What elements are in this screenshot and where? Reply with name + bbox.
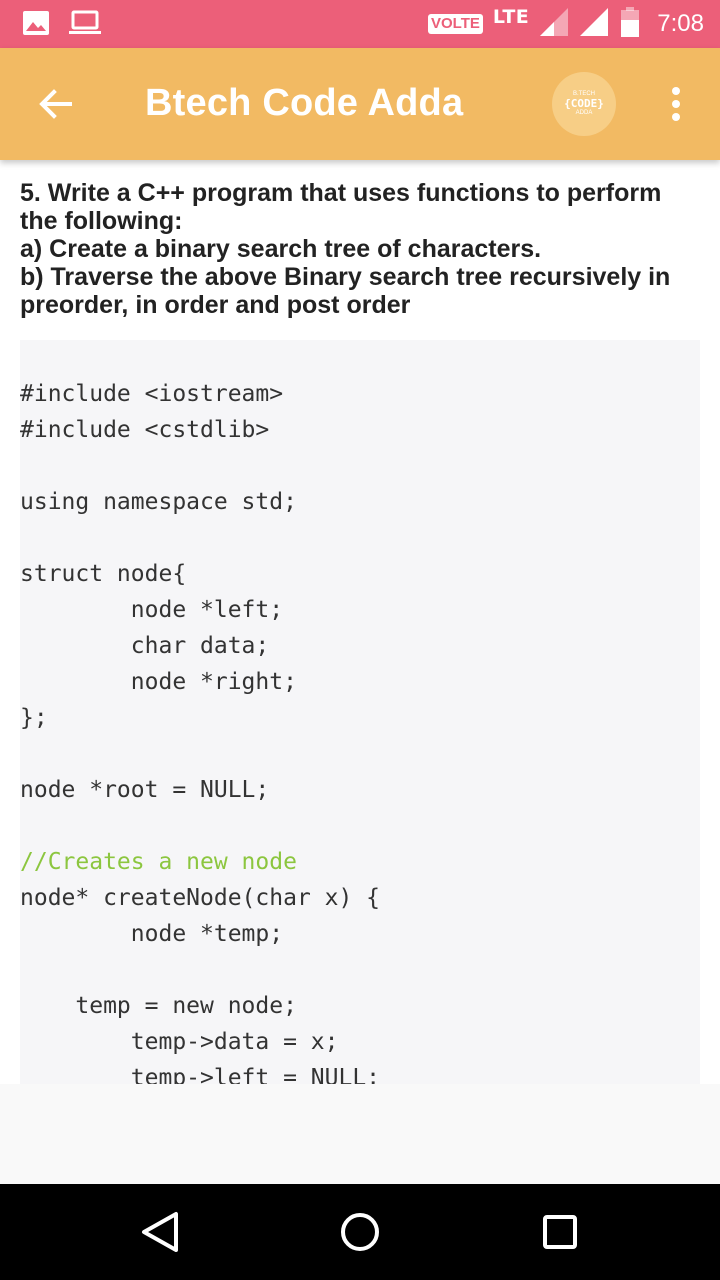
- nav-back-button[interactable]: [136, 1208, 184, 1256]
- network-type-label: LTE: [492, 6, 530, 28]
- bottom-blank-area: [0, 1084, 720, 1184]
- nav-home-button[interactable]: [336, 1208, 384, 1256]
- code-line: temp->left = NULL;: [20, 1065, 381, 1084]
- logo-main-text: {CODE}: [564, 97, 604, 110]
- navigation-bar: [0, 1184, 720, 1280]
- clock: 7:08: [657, 10, 704, 37]
- arrow-left-icon: [39, 89, 72, 119]
- code-line: };: [20, 705, 48, 731]
- code-block[interactable]: #include <iostream> #include <cstdlib> u…: [20, 340, 700, 1084]
- code-line: node* createNode(char x) {: [20, 885, 381, 911]
- logo-top-text: B.TECH: [572, 91, 595, 97]
- code-line: node *left;: [20, 597, 284, 623]
- status-indicators: VOLTE LTE 7:08: [427, 0, 704, 48]
- code-line: char data;: [20, 633, 270, 659]
- app-bar: Btech Code Adda B.TECH {CODE} ADDA: [0, 48, 720, 160]
- home-circle-icon: [341, 1213, 379, 1251]
- notification-icons: [22, 10, 102, 41]
- question-line: b) Traverse the above Binary search tree…: [20, 263, 671, 291]
- back-button[interactable]: [34, 82, 78, 126]
- code-line: temp = new node;: [20, 993, 297, 1019]
- overflow-menu-button[interactable]: [660, 84, 692, 124]
- more-vert-icon: [672, 87, 680, 121]
- recents-square-icon: [543, 1215, 577, 1249]
- image-icon: [22, 10, 50, 41]
- code-line: using namespace std;: [20, 489, 297, 515]
- code-comment-line: //Creates a new node: [20, 849, 297, 875]
- code-line: #include <iostream>: [20, 381, 284, 407]
- battery-icon: [619, 6, 641, 43]
- code-line: struct node{: [20, 561, 187, 587]
- question-line: the following:: [20, 207, 183, 235]
- question-line: preorder, in order and post order: [20, 291, 411, 319]
- code-line: #include <cstdlib>: [20, 417, 270, 443]
- question-line: 5. Write a C++ program that uses functio…: [20, 179, 662, 207]
- back-triangle-icon: [142, 1212, 178, 1252]
- nav-recents-button[interactable]: [536, 1208, 584, 1256]
- signal-icon: [579, 7, 609, 42]
- status-bar: VOLTE LTE 7:08: [0, 0, 720, 48]
- app-title: Btech Code Adda: [145, 82, 464, 124]
- logo-bottom-text: ADDA: [575, 110, 593, 116]
- question-text: 5. Write a C++ program that uses functio…: [20, 179, 704, 319]
- code-line: node *root = NULL;: [20, 777, 270, 803]
- signal-icon: [539, 7, 569, 42]
- app-logo[interactable]: B.TECH {CODE} ADDA: [552, 72, 616, 136]
- code-line: node *right;: [20, 669, 297, 695]
- laptop-icon: [68, 10, 102, 41]
- article-content[interactable]: 5. Write a C++ program that uses functio…: [0, 160, 720, 1084]
- code-line: temp->data = x;: [20, 1029, 339, 1055]
- code-line: node *temp;: [20, 921, 284, 947]
- question-line: a) Create a binary search tree of charac…: [20, 235, 542, 263]
- volte-badge: VOLTE: [427, 14, 483, 34]
